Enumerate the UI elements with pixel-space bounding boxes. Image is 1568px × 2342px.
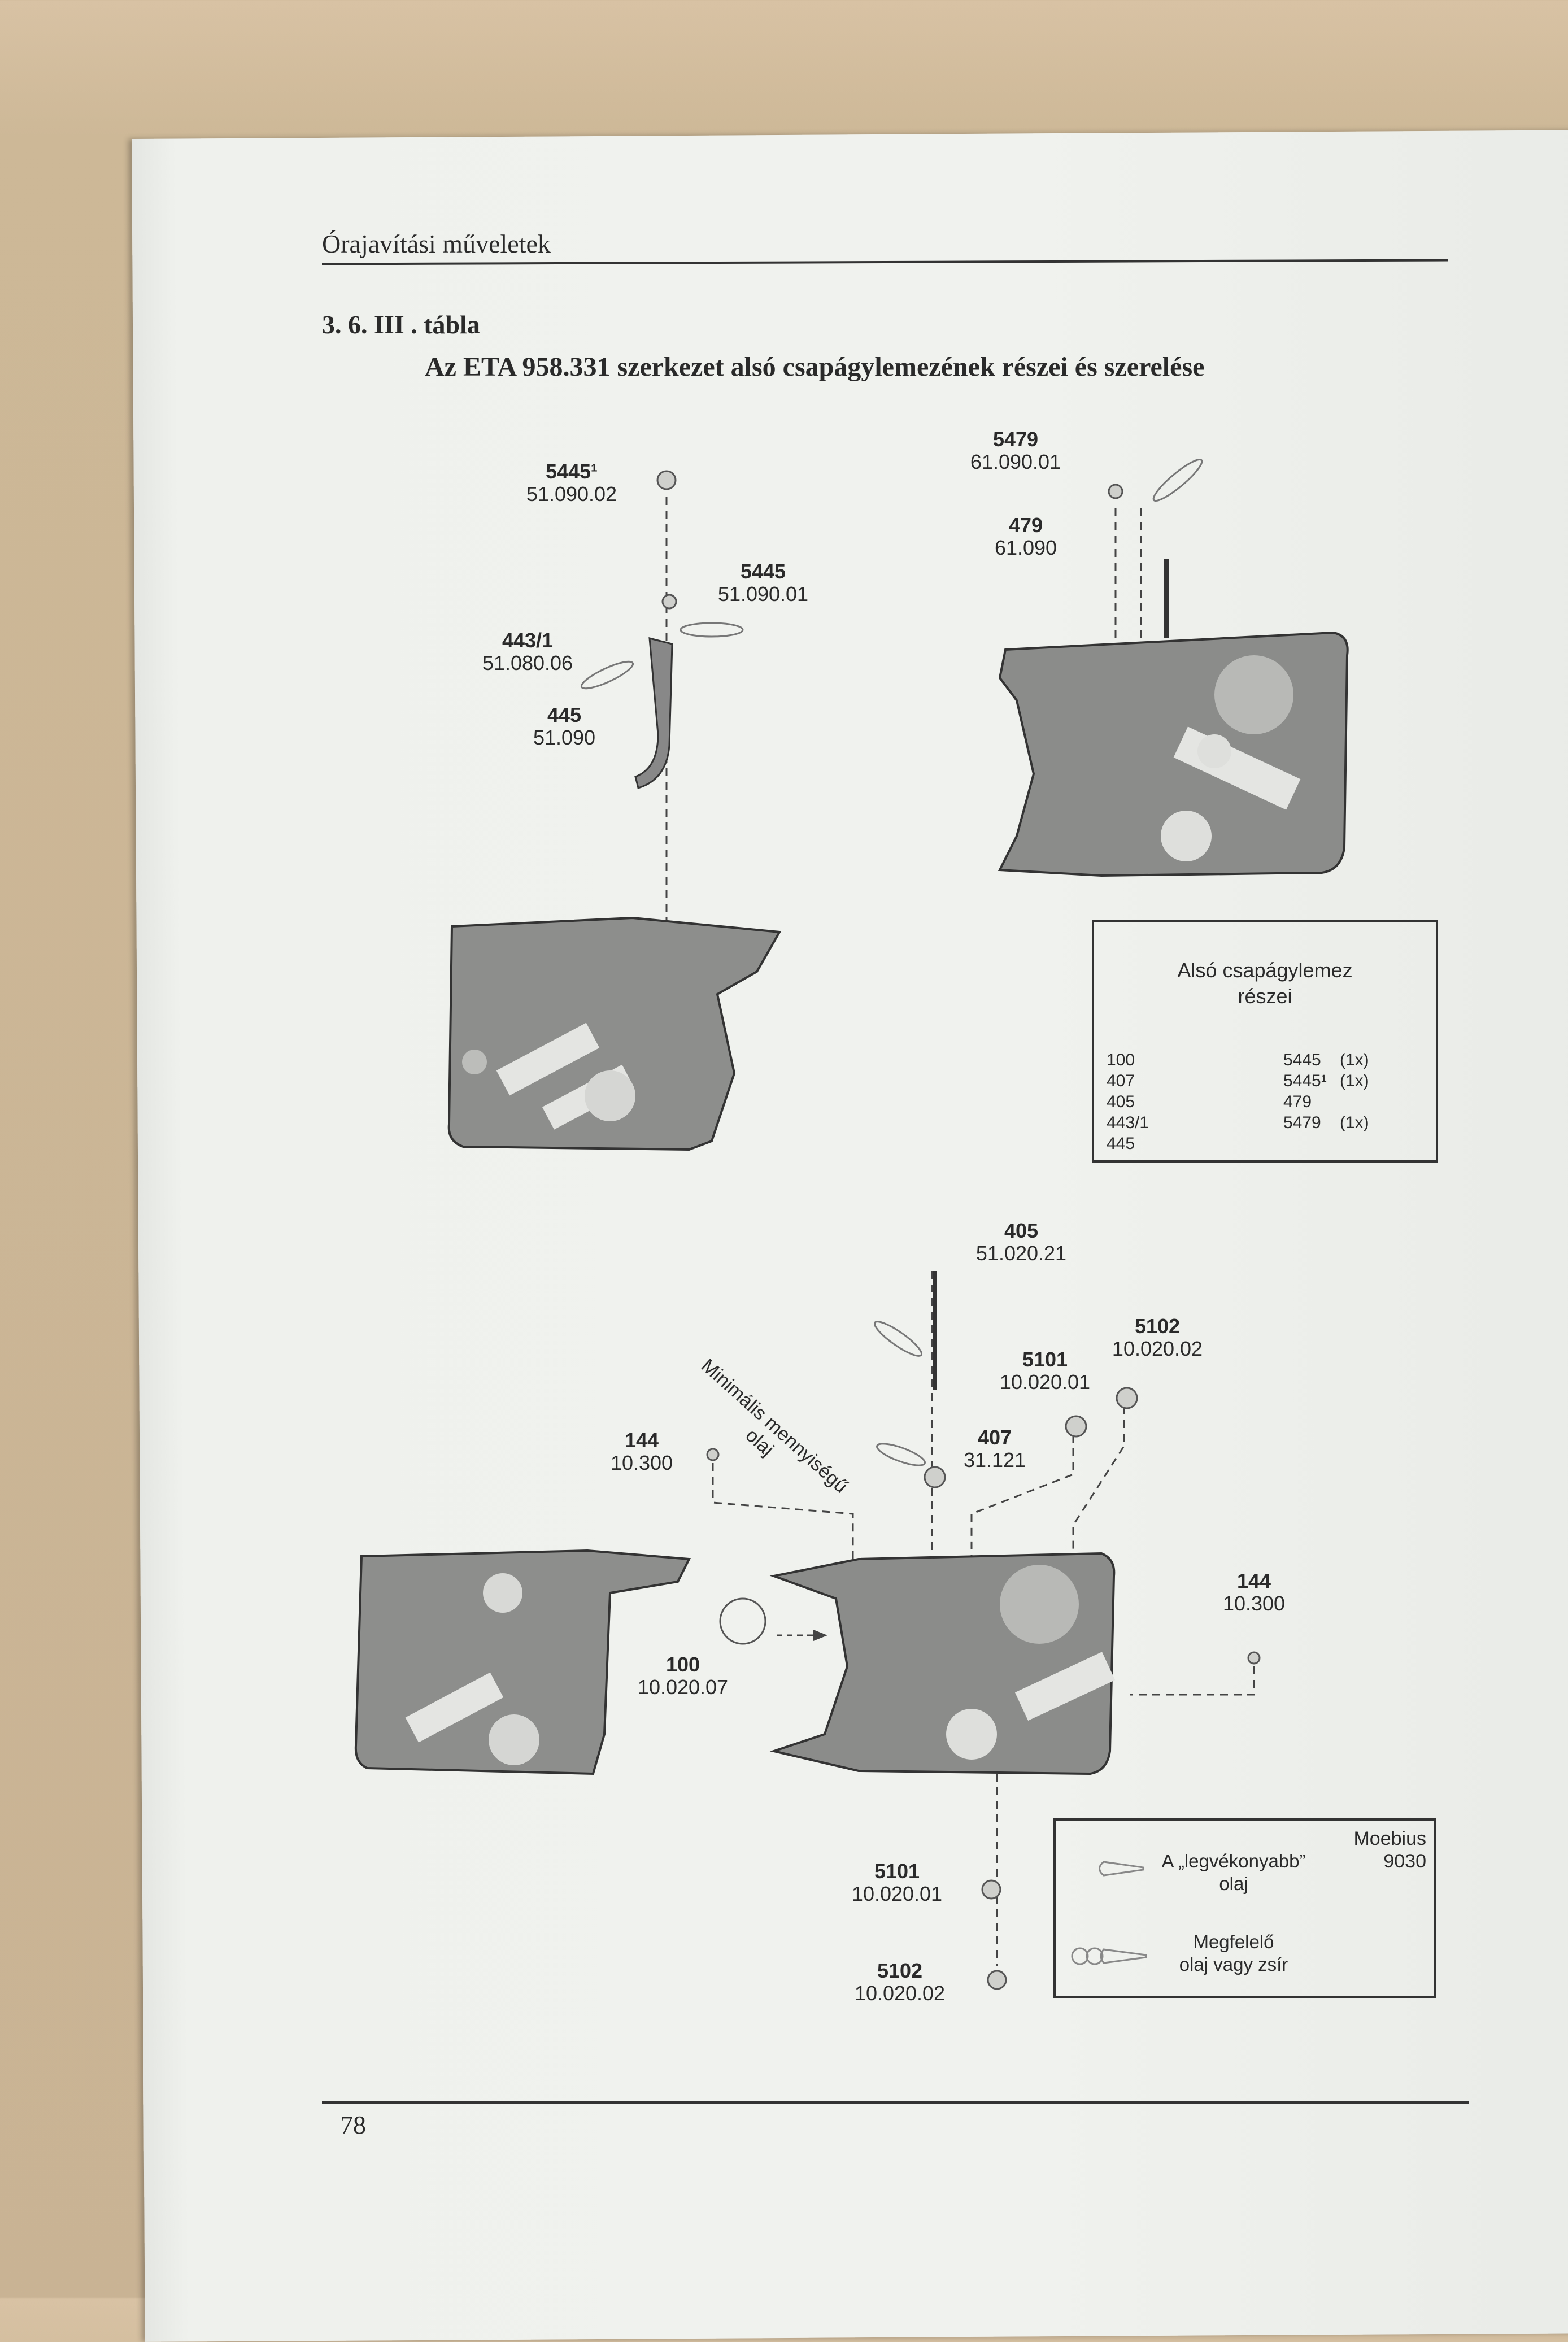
page-number: 78	[340, 2110, 366, 2139]
assembly-line	[970, 1435, 1074, 1559]
jewel-icon	[981, 1879, 1001, 1900]
oil-drop-icon	[680, 622, 744, 638]
oil-brand-code: 9030	[1383, 1851, 1426, 1872]
oil-drop-icon	[1099, 1861, 1144, 1877]
footer-rule	[322, 2101, 1469, 2104]
oil-brand: Moebius	[1353, 1828, 1426, 1849]
plate-photo-bottom-left	[354, 1549, 691, 1775]
screw-icon	[661, 594, 677, 610]
circle-marker	[719, 1597, 766, 1645]
parts-list-box: Alsó csapágylemez részei 100 407 405 443…	[1092, 920, 1438, 1163]
parts-box-subtitle: részei	[1238, 985, 1292, 1008]
assembly-line	[1130, 1666, 1255, 1696]
parts-list-item: 407	[1107, 1072, 1135, 1090]
oil-drop-icon	[580, 660, 634, 690]
plate-photo-bottom-middle	[769, 1552, 1116, 1775]
lubrication-legend: Moebius 9030 A „legvékonyabb”olaj Megfel…	[1053, 1818, 1436, 1998]
running-header: Órajavítási műveletek	[322, 229, 551, 258]
oil-drop-icon	[873, 1321, 923, 1357]
screw-icon	[1108, 484, 1123, 499]
section-number: 3. 6. III . tábla	[322, 310, 480, 339]
parts-list-item: 479	[1283, 1092, 1312, 1111]
parts-list-item: 443/1	[1107, 1113, 1149, 1132]
parts-box-title: Alsó csapágylemez	[1177, 959, 1353, 982]
oil-drop-grease-icon	[1071, 1947, 1147, 1965]
assembly-line	[1072, 1407, 1125, 1559]
plate-photo-top-right	[998, 631, 1349, 877]
plate-photo-middle-left	[447, 916, 782, 1151]
page-title: Az ETA 958.331 szerkezet alsó csapágylem…	[425, 352, 1205, 382]
jewel-icon	[987, 1970, 1007, 1990]
jewel-icon	[1065, 1415, 1087, 1438]
assembly-line	[712, 1463, 854, 1559]
parts-list-item: 445	[1107, 1134, 1135, 1153]
oil-drop-icon	[876, 1443, 926, 1466]
parts-list-item: 5445(1x)	[1283, 1051, 1369, 1069]
parts-list-item: 405	[1107, 1092, 1135, 1111]
screw-icon	[656, 470, 677, 490]
screw-icon	[706, 1448, 720, 1461]
parts-list-item: 5445¹(1x)	[1283, 1072, 1369, 1090]
parts-list-item: 100	[1107, 1051, 1135, 1069]
jewel-icon	[924, 1466, 946, 1488]
legend-item: A „legvékonyabb”olaj	[1161, 1851, 1306, 1894]
jewel-icon	[1116, 1387, 1138, 1409]
oil-drop-icon	[1152, 458, 1203, 502]
lever-part	[634, 637, 673, 789]
screw-icon	[1247, 1651, 1261, 1665]
parts-list-item: 5479(1x)	[1283, 1113, 1369, 1132]
